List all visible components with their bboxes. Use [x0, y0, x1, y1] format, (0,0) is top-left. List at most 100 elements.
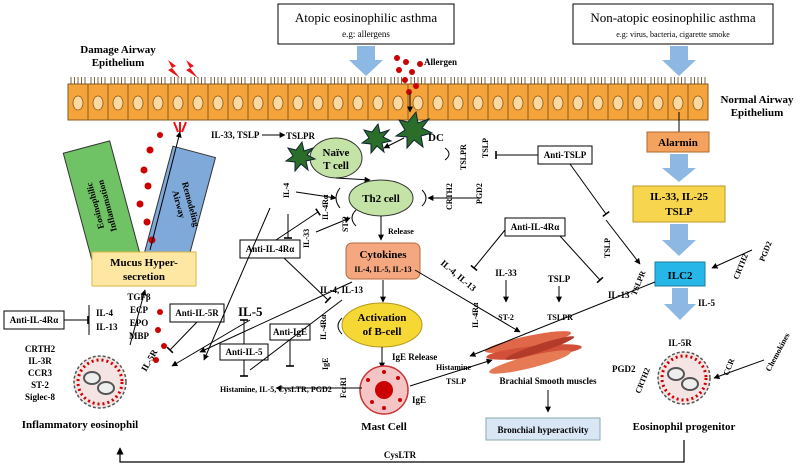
naive-tcell: Naïve T cell — [309, 137, 363, 179]
svg-text:ILC2: ILC2 — [667, 270, 693, 282]
st2-smooth: ST-2 — [498, 313, 514, 322]
cell-nucleus — [92, 95, 104, 111]
cell-nucleus — [232, 95, 244, 111]
release-label: Release — [388, 227, 414, 236]
svg-text:CCR3: CCR3 — [28, 368, 52, 378]
il4-il13-mid: IL-4, IL-13 — [320, 285, 364, 295]
svg-text:Anti-IgE: Anti-IgE — [273, 327, 307, 337]
dc-cell-icon — [394, 110, 434, 150]
atopic-arrow — [349, 46, 383, 76]
cell-nucleus — [212, 95, 224, 111]
svg-text:Alarmin: Alarmin — [658, 137, 698, 149]
atopic-header: Atopic eosinophilic asthma e.g: allergen… — [277, 3, 455, 45]
histamine-label: Histamine — [436, 363, 472, 372]
il33-th2: IL-33 — [302, 229, 311, 248]
il5-center: IL-5 — [238, 304, 263, 319]
cell-nucleus — [552, 95, 564, 111]
damage-bolt-icon — [168, 60, 180, 78]
svg-text:Anti-IL-4Rα: Anti-IL-4Rα — [10, 315, 59, 325]
svg-text:Anti-IL-5: Anti-IL-5 — [225, 347, 263, 357]
nonatopic-header: Non-atopic eosinophilic asthma e.g: viru… — [572, 3, 774, 45]
tslp-dc: TSLP — [481, 138, 490, 158]
svg-text:TSLP: TSLP — [665, 206, 693, 218]
cell-nucleus — [592, 95, 604, 111]
svg-text:EPO: EPO — [130, 318, 149, 328]
smooth-muscle-label: Brachial Smooth muscles — [499, 376, 596, 386]
atopic-subtitle: e.g: allergens — [342, 29, 390, 39]
mediators-list: TGFβ ECP EPO MBP — [127, 292, 151, 341]
svg-text:secretion: secretion — [123, 271, 165, 283]
damage-label-1: Damage Airway — [80, 44, 156, 56]
il4-il13-diag: IL-4, IL-13 — [439, 258, 479, 294]
cell-nucleus — [392, 95, 404, 111]
cell-nucleus — [292, 95, 304, 111]
anti-ige-box: Anti-IgE — [269, 323, 311, 341]
il4ra-th2: IL-4Rα — [321, 194, 330, 220]
svg-text:MBP: MBP — [129, 331, 149, 341]
svg-text:Mucus Hyper-: Mucus Hyper- — [110, 257, 178, 269]
svg-text:IL-4, IL-5, IL-13: IL-4, IL-5, IL-13 — [354, 265, 411, 274]
anti-il5r-box: Anti-IL-5R — [169, 303, 225, 323]
hyperactivity-box: Bronchial hyperactivity — [485, 417, 601, 441]
nonatopic-arrow — [662, 46, 696, 76]
pgd2-ilc2: PGD2 — [758, 240, 774, 263]
svg-text:of B-cell: of B-cell — [363, 326, 402, 338]
cell-nucleus — [72, 95, 84, 111]
mast-cell — [359, 365, 409, 415]
crth2-ilc2: CRTH2 — [732, 252, 750, 280]
svg-text:TGFβ: TGFβ — [127, 292, 151, 302]
mucus-dots — [136, 132, 163, 244]
il33-right: IL-33 — [495, 268, 517, 278]
nonatopic-subtitle: e.g: virus, bacteria, cigarette smoke — [616, 30, 730, 39]
cell-nucleus — [312, 95, 324, 111]
cell-nucleus — [672, 95, 684, 111]
cell-nucleus — [612, 95, 624, 111]
cell-nucleus — [532, 95, 544, 111]
il4-left: IL-4 — [96, 308, 114, 318]
mucus-box: Mucus Hyper- secretion — [91, 251, 197, 287]
damage-marks-icon — [173, 121, 187, 133]
ige-center: IgE — [321, 358, 330, 370]
svg-text:Th2 cell: Th2 cell — [362, 193, 400, 205]
tslpr-smooth: TSLPR — [547, 313, 573, 322]
nonatopic-title: Non-atopic eosinophilic asthma — [590, 10, 756, 25]
il33-tslp-label: IL-33, TSLP — [211, 130, 260, 140]
mast-cell-label: Mast Cell — [361, 421, 407, 433]
il5-right: IL-5 — [698, 298, 716, 308]
cell-nucleus — [632, 95, 644, 111]
crth2-th2: CRTH2 — [445, 183, 454, 210]
svg-text:Anti-TSLP: Anti-TSLP — [544, 150, 587, 160]
cell-nucleus — [252, 95, 264, 111]
svg-text:IL-33, IL-25: IL-33, IL-25 — [650, 191, 709, 203]
cell-nucleus — [512, 95, 524, 111]
progenitor-label: Eosinophil progenitor — [633, 421, 736, 433]
cell-nucleus — [492, 95, 504, 111]
tslpr-ilc2: TSLPR — [630, 269, 648, 296]
svg-text:IL-3R: IL-3R — [28, 356, 52, 366]
cell-nucleus — [272, 95, 284, 111]
svg-text:ST-2: ST-2 — [31, 380, 49, 390]
il13-right: IL-13 — [608, 290, 630, 300]
il4ra-smooth: IL-4Rα — [471, 302, 480, 328]
mediators-line: Histamine, IL-5, CysLTR, PGD2 — [220, 385, 332, 394]
svg-text:CRTH2: CRTH2 — [25, 344, 56, 354]
svg-text:Activation: Activation — [358, 312, 407, 324]
receptor-list: CRTH2 IL-3R CCR3 ST-2 Siglec-8 — [25, 344, 56, 402]
ige-release: IgE Release — [392, 352, 437, 362]
bcell-activation: Activation of B-cell — [341, 302, 423, 348]
anti-tslp-box: Anti-TSLP — [537, 145, 593, 165]
th2-cell: Th2 cell — [348, 179, 414, 217]
anti-il5-box: Anti-IL-5 — [219, 343, 269, 361]
tslpr-dc: TSLPR — [459, 144, 468, 170]
svg-text:Anti-IL-4Rα: Anti-IL-4Rα — [246, 244, 295, 254]
tslp2-right: TSLP — [548, 274, 571, 284]
cell-nucleus — [172, 95, 184, 111]
tslpr-top: TSLPR — [286, 131, 316, 141]
pgd2-th2: PGD2 — [475, 183, 484, 204]
inflammatory-eosinophil-cell — [73, 355, 127, 409]
cell-nucleus — [572, 95, 584, 111]
allergen-label: Allergen — [424, 57, 457, 67]
inflammatory-eosinophil-label: Inflammatory eosinophil — [22, 419, 138, 431]
